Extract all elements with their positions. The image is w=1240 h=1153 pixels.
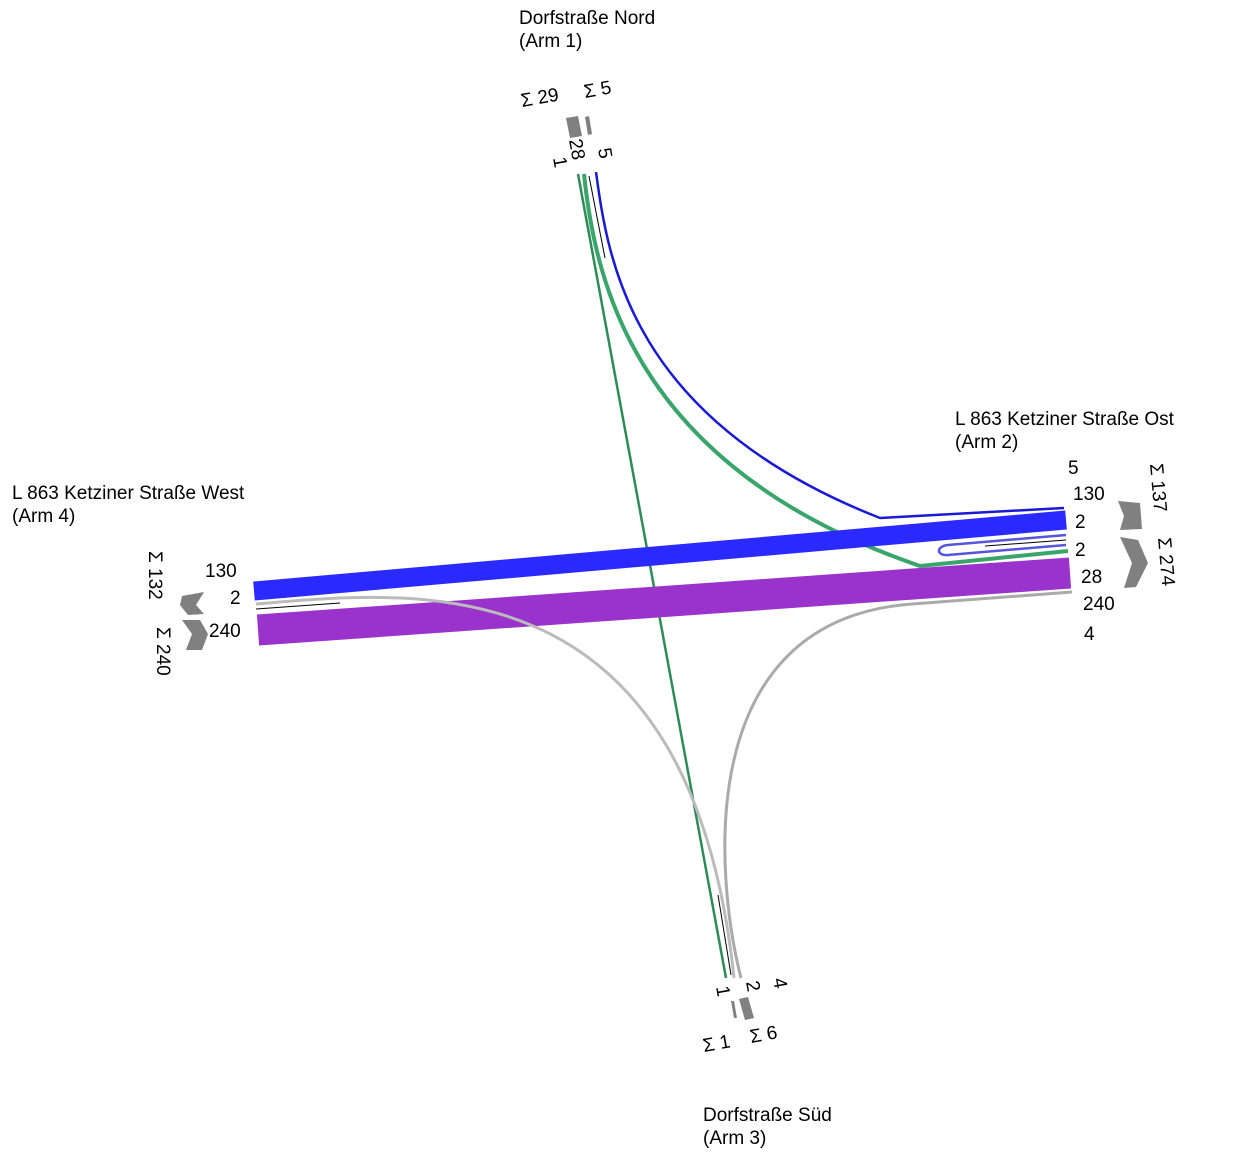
east-value-4: 2 bbox=[1075, 540, 1086, 561]
arm-name-south: Dorfstraße Süd bbox=[703, 1105, 832, 1126]
arm-label-east: L 863 Ketziner Straße Ost (Arm 2) bbox=[955, 408, 1174, 454]
south-sum-out: Σ 6 bbox=[748, 1022, 779, 1047]
lane-mark-south bbox=[717, 894, 732, 976]
east-value-2: 130 bbox=[1073, 484, 1105, 505]
arrow-north-out bbox=[585, 116, 592, 135]
arm-name-east: L 863 Ketziner Straße Ost bbox=[955, 409, 1174, 430]
arrow-west-out bbox=[180, 592, 204, 615]
arrow-west-in bbox=[182, 620, 208, 650]
north-lane-out: 5 bbox=[593, 146, 616, 160]
arrow-south-out bbox=[739, 997, 754, 1020]
lane-mark-west bbox=[255, 602, 341, 610]
west-value-3: 240 bbox=[209, 621, 241, 642]
flow-south-east bbox=[723, 590, 1073, 979]
south-lane-1: 1 bbox=[711, 984, 734, 998]
west-value-2: 2 bbox=[230, 588, 241, 609]
east-value-7: 4 bbox=[1084, 624, 1095, 645]
arm-label-north: Dorfstraße Nord (Arm 1) bbox=[519, 7, 655, 53]
east-sum-out: Σ 137 bbox=[1145, 463, 1170, 513]
flow-north-east-blue bbox=[594, 171, 1065, 520]
arm-number-north: (Arm 1) bbox=[519, 31, 583, 52]
flow-west-south bbox=[255, 595, 736, 979]
arrow-east-in bbox=[1120, 537, 1148, 588]
arm-label-west: L 863 Ketziner Straße West (Arm 4) bbox=[12, 482, 244, 528]
lane-mark-north bbox=[588, 175, 606, 259]
flow-north-south bbox=[576, 173, 728, 979]
west-sum-in: Σ 240 bbox=[152, 627, 173, 676]
north-lane-in: 28 bbox=[564, 137, 588, 161]
north-sum-in: Σ 29 bbox=[519, 85, 560, 112]
east-value-3: 2 bbox=[1075, 512, 1086, 533]
flow-east-west bbox=[253, 510, 1067, 601]
arm-name-north: Dorfstraße Nord bbox=[519, 8, 656, 29]
arrow-east-out bbox=[1118, 501, 1142, 530]
south-lane-4: 4 bbox=[768, 976, 791, 990]
flow-north-east-green bbox=[582, 173, 1069, 569]
lane-mark-east bbox=[984, 539, 1067, 547]
south-sum-in: Σ 1 bbox=[701, 1031, 732, 1056]
east-value-6: 240 bbox=[1083, 594, 1115, 615]
flow-east-uturn bbox=[937, 533, 1067, 557]
south-lane-2: 2 bbox=[741, 979, 764, 993]
west-sum-out: Σ 132 bbox=[144, 551, 165, 600]
arrows bbox=[180, 116, 1148, 1020]
arm-number-south: (Arm 3) bbox=[703, 1128, 767, 1149]
east-value-5: 28 bbox=[1081, 567, 1102, 588]
east-sum-in: Σ 274 bbox=[1153, 537, 1178, 588]
flow-west-east bbox=[256, 557, 1072, 646]
arm-number-west: (Arm 4) bbox=[12, 506, 76, 527]
arrow-north-in bbox=[566, 116, 582, 138]
arm-label-south: Dorfstraße Süd (Arm 3) bbox=[703, 1104, 832, 1150]
arrow-south-in bbox=[731, 1001, 737, 1018]
west-value-1: 130 bbox=[205, 561, 237, 582]
north-sum-out: Σ 5 bbox=[582, 77, 613, 102]
east-value-1: 5 bbox=[1068, 458, 1079, 479]
north-lane-in2: 1 bbox=[548, 155, 571, 169]
arm-name-west: L 863 Ketziner Straße West bbox=[12, 483, 245, 504]
arm-number-east: (Arm 2) bbox=[955, 432, 1019, 453]
